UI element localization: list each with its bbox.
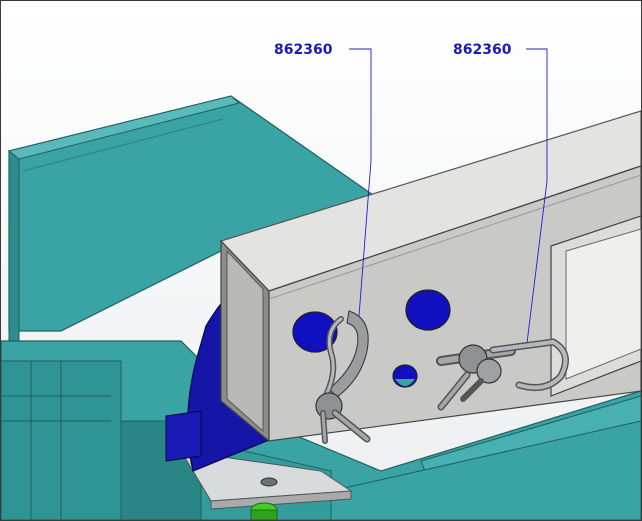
tube-hole-2 bbox=[405, 289, 451, 331]
green-bolt bbox=[250, 502, 278, 520]
callout-left-label: 862360 bbox=[274, 42, 333, 58]
teal-frame-back-block bbox=[7, 95, 397, 342]
callout-right-label: 862360 bbox=[453, 42, 512, 58]
lynch-pin-right bbox=[436, 338, 569, 411]
callout-left-leader bbox=[349, 48, 372, 317]
steel-tube bbox=[219, 110, 641, 443]
tube-holes bbox=[292, 289, 451, 388]
callout-leaders bbox=[349, 48, 548, 344]
tube-hole-1 bbox=[292, 311, 338, 353]
mounting-plate bbox=[180, 450, 353, 510]
lynch-pin-left bbox=[315, 310, 371, 444]
callout-right-leader bbox=[526, 48, 548, 344]
